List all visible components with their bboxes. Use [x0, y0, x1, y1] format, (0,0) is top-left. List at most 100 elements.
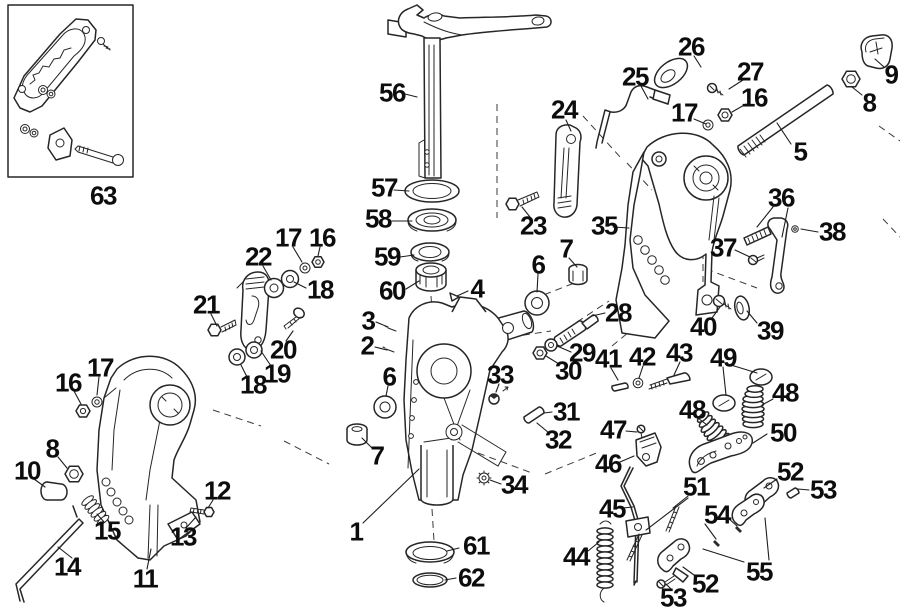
- callout-17: 17: [275, 222, 302, 253]
- left-hardware-drawing: [15, 396, 215, 603]
- lock-lever-group-drawing: [626, 477, 800, 589]
- callout-23: 23: [520, 210, 547, 241]
- callout-34: 34: [501, 469, 528, 500]
- callout-31: 31: [553, 396, 580, 427]
- tilt-tube-drawing: [737, 34, 893, 158]
- callout-56: 56: [379, 77, 406, 108]
- pivot-hardware-drawing: [346, 263, 588, 588]
- callout-51: 51: [683, 471, 710, 502]
- spring-44: [596, 520, 614, 603]
- callout-5: 5: [793, 136, 808, 167]
- callout-46: 46: [595, 448, 622, 479]
- bolt-20: [283, 307, 305, 330]
- callout-60: 60: [379, 275, 406, 306]
- clamp-handle-14: [15, 505, 84, 603]
- callout-61: 61: [463, 530, 490, 561]
- callout-14: 14: [54, 551, 81, 582]
- steering-arm-drawing: [387, 4, 552, 179]
- callout-40: 40: [690, 311, 717, 342]
- seal-stack-drawing: [404, 179, 460, 292]
- callout-7: 7: [559, 233, 574, 264]
- callout-54: 54: [704, 499, 731, 530]
- screw-12-13: [189, 506, 215, 518]
- leader-lines: [33, 55, 885, 590]
- bushing-7a: [568, 263, 588, 286]
- callout-48: 48: [772, 377, 799, 408]
- callout-58: 58: [365, 203, 392, 234]
- screw-53b: [656, 575, 676, 589]
- callout-11: 11: [132, 563, 159, 594]
- callout-13: 13: [170, 521, 197, 552]
- callout-45: 45: [599, 493, 626, 524]
- callout-26: 26: [678, 31, 705, 62]
- callout-19: 19: [264, 358, 291, 389]
- callout-15: 15: [94, 515, 121, 546]
- callout-50: 50: [770, 417, 797, 448]
- callout-63: 63: [90, 180, 117, 211]
- callout-17: 17: [671, 97, 698, 128]
- callout-44: 44: [563, 541, 590, 572]
- bolt-37: [747, 254, 765, 266]
- stern-bracket-left-drawing: [96, 355, 201, 561]
- swivel-bracket-drawing: [403, 296, 535, 506]
- callout-3: 3: [361, 305, 376, 336]
- callout-16: 16: [741, 82, 768, 113]
- tilt-lever-group-drawing: [207, 256, 325, 366]
- inset-bolt: [74, 145, 124, 166]
- callout-41: 41: [595, 343, 622, 374]
- callout-57: 57: [371, 172, 398, 203]
- callout-21: 21: [193, 289, 220, 320]
- callout-35: 35: [591, 210, 618, 241]
- callout-20: 20: [270, 334, 297, 365]
- callout-9: 9: [884, 59, 899, 90]
- callout-59: 59: [374, 241, 401, 272]
- callout-22: 22: [245, 241, 272, 272]
- callout-49: 49: [710, 342, 737, 373]
- cap-9: [860, 34, 893, 70]
- star-washer-34: [476, 470, 492, 486]
- callout-18: 18: [240, 369, 267, 400]
- callout-38: 38: [819, 216, 846, 247]
- callout-52: 52: [777, 456, 804, 487]
- bolt-23: [505, 191, 540, 211]
- callout-37: 37: [710, 232, 737, 263]
- spring-48-right: [741, 385, 765, 429]
- reverse-lock-lever-drawing: [505, 124, 582, 218]
- screw-43: [648, 372, 691, 390]
- mid-hardware-drawing: [476, 294, 751, 486]
- screw-40: [712, 294, 732, 310]
- callout-55: 55: [746, 556, 773, 587]
- callout-29: 29: [569, 337, 596, 368]
- lock-arm-group-drawing: [743, 217, 799, 294]
- inset-screw: [97, 37, 111, 51]
- callout-30: 30: [555, 355, 582, 386]
- callout-10: 10: [14, 455, 41, 486]
- callout-7: 7: [370, 440, 385, 471]
- callout-42: 42: [629, 341, 656, 372]
- callout-17: 17: [87, 352, 114, 383]
- spring-15: [81, 495, 110, 526]
- clip-33: [488, 386, 509, 405]
- callout-33: 33: [487, 359, 514, 390]
- stern-bracket-right-drawing: [615, 132, 732, 339]
- callout-43: 43: [666, 337, 693, 368]
- callout-8: 8: [45, 433, 60, 464]
- trim-screw-row-drawing: [611, 368, 773, 412]
- callout-8: 8: [862, 87, 877, 118]
- callout-62: 62: [458, 562, 485, 593]
- screw-47: [636, 424, 646, 439]
- cam-50-drawing: [688, 431, 753, 474]
- screw-27: [706, 82, 724, 96]
- callout-36: 36: [768, 182, 795, 213]
- callout-48: 48: [679, 394, 706, 425]
- callout-53: 53: [660, 582, 687, 611]
- callout-1: 1: [349, 516, 364, 547]
- callout-25: 25: [622, 61, 649, 92]
- callout-27: 27: [737, 56, 764, 87]
- callout-28: 28: [605, 297, 632, 328]
- callout-47: 47: [600, 414, 627, 445]
- callout-12: 12: [204, 475, 231, 506]
- callout-4: 4: [470, 273, 485, 304]
